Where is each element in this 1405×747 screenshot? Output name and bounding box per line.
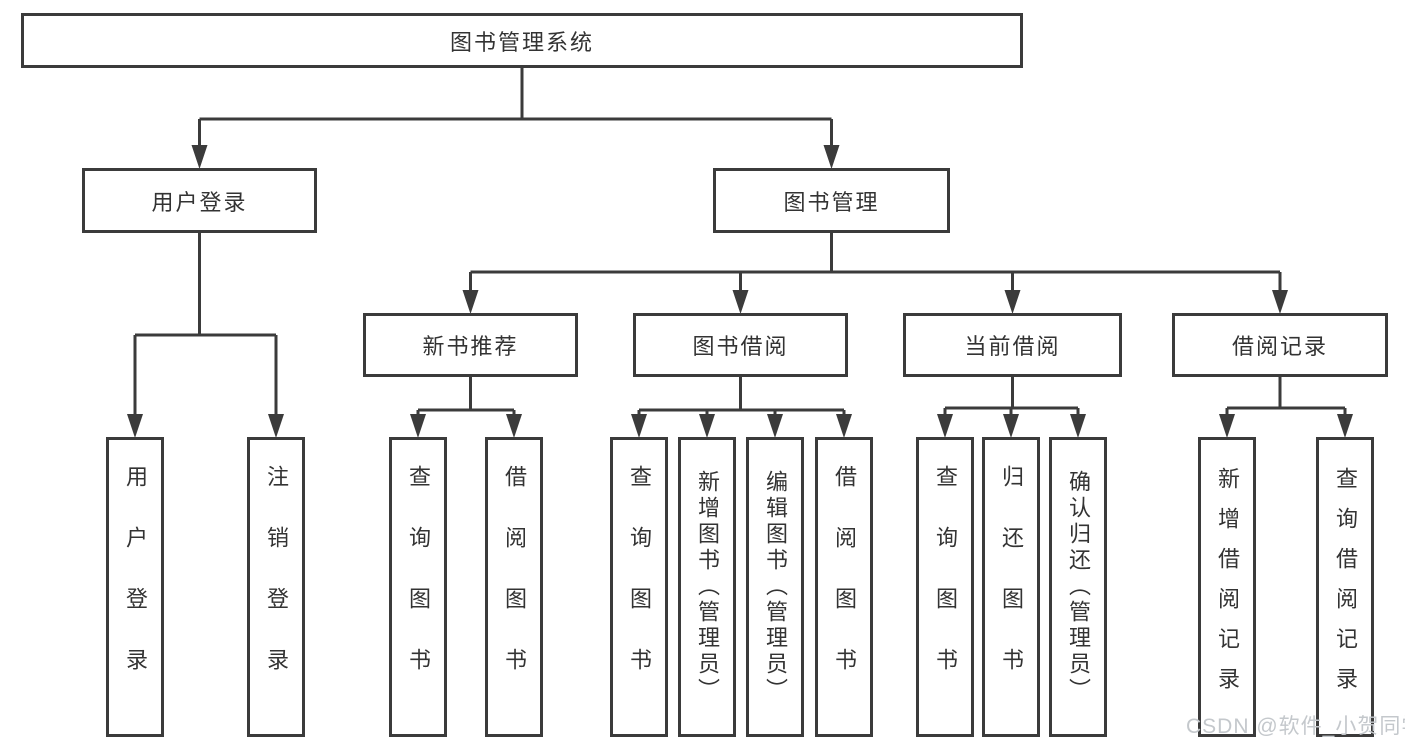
arrowhead-icon xyxy=(1337,414,1353,438)
arrowhead-icon xyxy=(937,414,953,438)
node-library-system: 图书管理系统 xyxy=(21,13,1023,68)
node-cb-return-book: 归还图书 xyxy=(982,437,1040,737)
arrowhead-icon xyxy=(767,414,783,438)
arrowhead-icon xyxy=(462,290,479,314)
arrowhead-icon xyxy=(127,414,143,438)
arrowhead-icon xyxy=(1272,290,1288,314)
node-book-borrowing: 图书借阅 xyxy=(633,313,848,377)
arrowhead-icon xyxy=(410,414,426,438)
node-bb-add-book: 新增图书（管理员） xyxy=(678,437,736,737)
node-bb-edit-book: 编辑图书（管理员） xyxy=(746,437,804,737)
node-nbr-query-book: 查询图书 xyxy=(389,437,447,737)
node-new-book-recommend: 新书推荐 xyxy=(363,313,578,377)
arrowhead-icon xyxy=(1070,414,1086,438)
arrowhead-icon xyxy=(1003,414,1019,438)
arrowhead-icon xyxy=(631,414,647,438)
watermark: CSDN @软件_小贺同学 xyxy=(1186,715,1405,738)
node-borrowing-records: 借阅记录 xyxy=(1172,313,1388,377)
arrowhead-icon xyxy=(836,414,852,438)
node-logout-leaf: 注销登录 xyxy=(247,437,305,737)
arrowhead-icon xyxy=(732,290,749,314)
arrowhead-icon xyxy=(506,414,522,438)
node-br-query-record: 查询借阅记录 xyxy=(1316,437,1374,737)
node-bb-borrow-book: 借阅图书 xyxy=(815,437,873,737)
arrowhead-icon xyxy=(191,145,208,169)
arrowhead-icon xyxy=(1219,414,1235,438)
node-br-add-record: 新增借阅记录 xyxy=(1198,437,1256,737)
node-cb-query-book: 查询图书 xyxy=(916,437,974,737)
arrowhead-icon xyxy=(699,414,715,438)
node-nbr-borrow-book: 借阅图书 xyxy=(485,437,543,737)
node-cb-confirm-return: 确认归还（管理员） xyxy=(1049,437,1107,737)
node-bb-query-book: 查询图书 xyxy=(610,437,668,737)
arrowhead-icon xyxy=(823,145,840,169)
node-user-login-leaf: 用户登录 xyxy=(106,437,164,737)
arrowhead-icon xyxy=(268,414,284,438)
arrowhead-icon xyxy=(1004,290,1021,314)
node-book-management: 图书管理 xyxy=(713,168,950,233)
node-current-borrowing: 当前借阅 xyxy=(903,313,1122,377)
node-user-login: 用户登录 xyxy=(82,168,317,233)
